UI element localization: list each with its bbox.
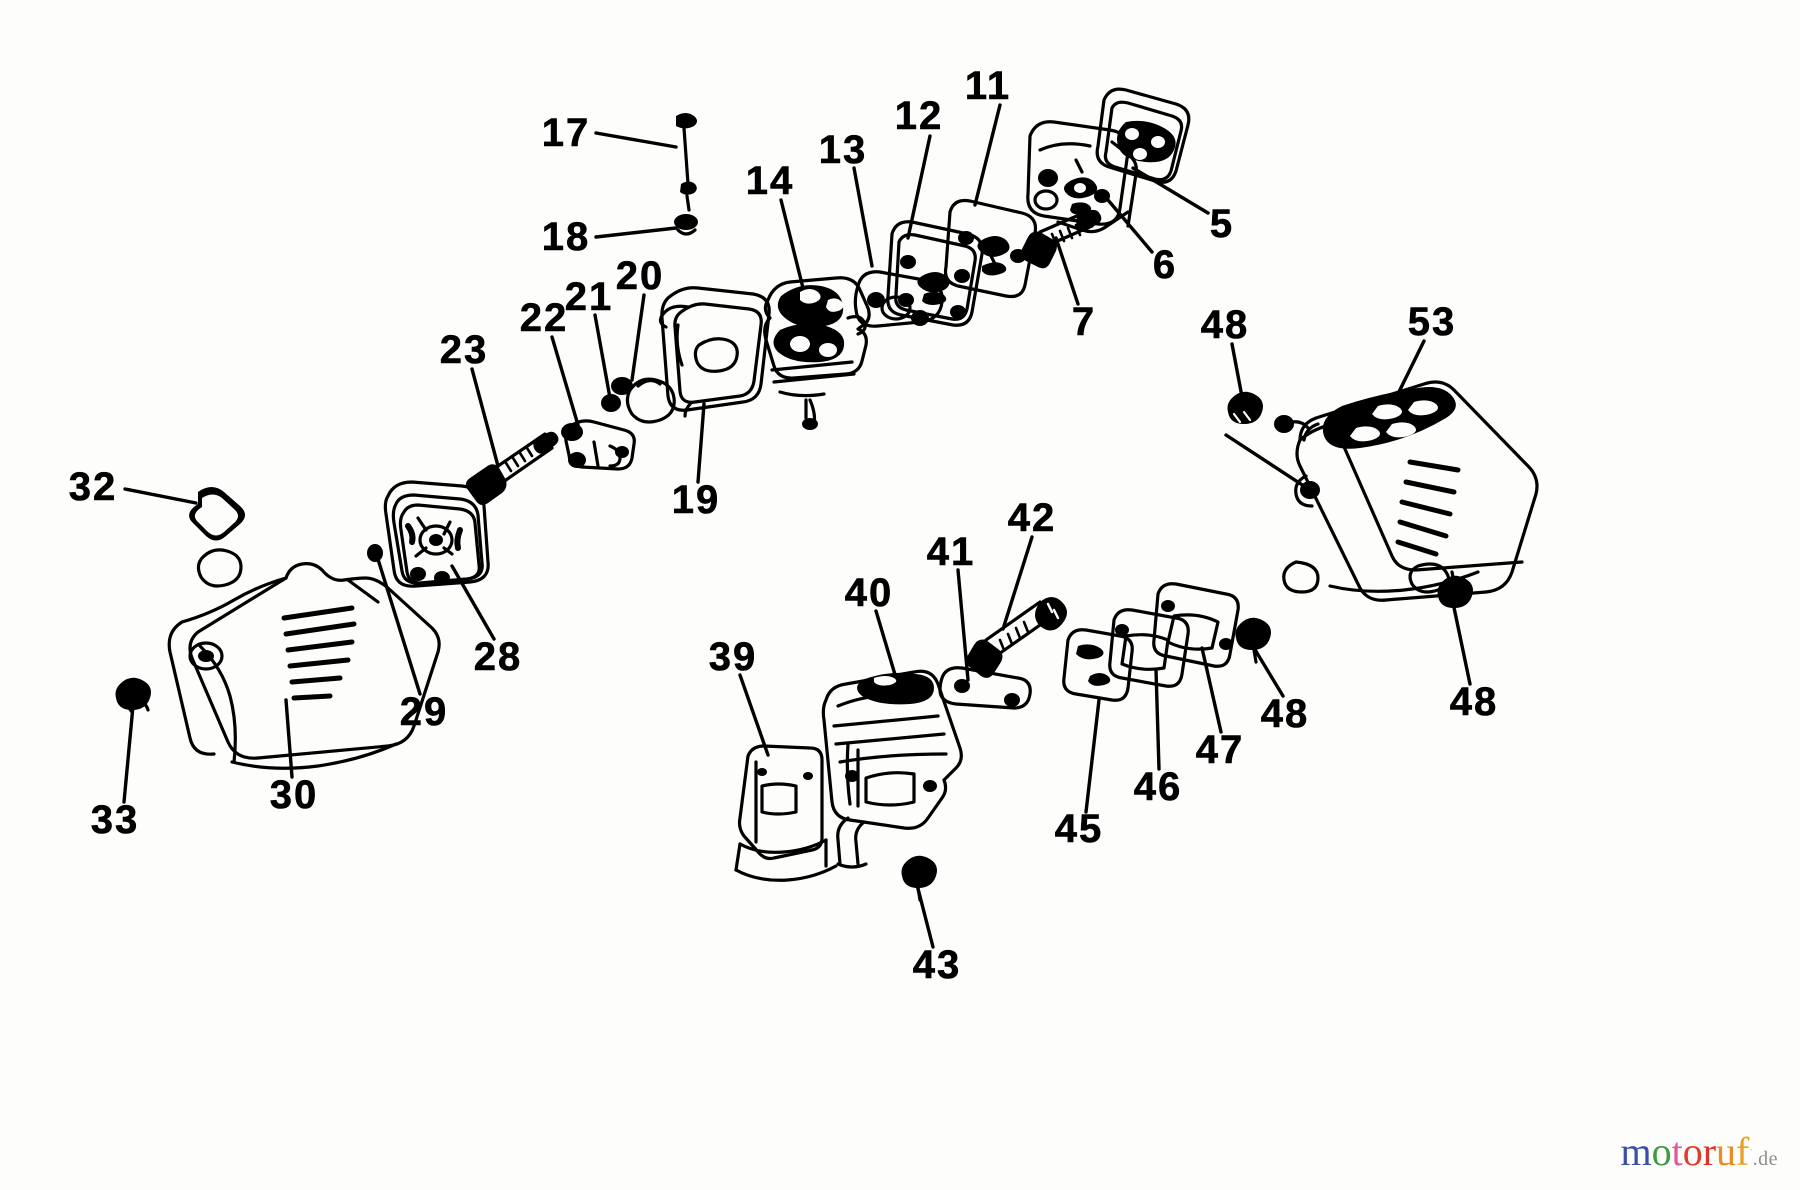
callout-number-48a: 48 (1200, 303, 1250, 347)
callout-number-11: 11 (964, 64, 1012, 108)
part-20-wing-nut (611, 377, 676, 424)
part-45-small-gasket (1062, 628, 1134, 702)
callout-number-42: 42 (1007, 496, 1057, 540)
watermark-motoruf: motoruf..de (1620, 1132, 1778, 1172)
callout-number-32: 32 (68, 465, 118, 509)
part-53-engine-cover-right (1274, 380, 1539, 602)
part-19-air-cleaner-cover (658, 286, 771, 418)
watermark-dot: . (1749, 1138, 1753, 1154)
part-18-spring-clip (674, 214, 698, 236)
callout-number-12: 12 (894, 94, 944, 138)
watermark-letter-r-4: r (1702, 1129, 1717, 1174)
part-40-muffler (821, 669, 963, 869)
callout-number-6: 6 (1152, 243, 1178, 287)
callout-number-22: 22 (519, 296, 569, 340)
callout-number-19: 19 (671, 478, 721, 522)
part-17-adjusting-screw (676, 113, 697, 212)
part-7-screw (1020, 209, 1102, 269)
watermark-letter-f-6: f (1736, 1129, 1750, 1174)
cooling-vents (281, 605, 357, 701)
part-43-bolt (901, 855, 937, 902)
part-12-diaphragm-plate (886, 220, 984, 327)
part-46-exhaust-gasket (1108, 608, 1190, 688)
watermark-letter-m-0: m (1620, 1129, 1652, 1174)
callout-number-30: 30 (269, 773, 319, 817)
part-32-decal (189, 487, 245, 541)
callout-number-48c: 48 (1449, 680, 1499, 724)
callout-number-40: 40 (844, 571, 894, 615)
part-47-exhaust-flange (1152, 582, 1240, 668)
callout-number-17: 17 (541, 111, 591, 155)
callout-number-21: 21 (564, 275, 614, 319)
callout-number-29: 29 (399, 690, 449, 734)
part-29-stud (367, 544, 383, 562)
callout-number-45: 45 (1054, 807, 1104, 851)
cooling-vents-right (1395, 459, 1461, 557)
part-48-bolt-mid (1235, 617, 1271, 664)
watermark-suffix: .de (1752, 1148, 1778, 1170)
part-41-clamp-plate (938, 666, 1032, 710)
callout-number-5: 5 (1209, 202, 1235, 246)
callout-number-28: 28 (473, 635, 523, 679)
part-39-heat-shield (734, 744, 838, 882)
part-22-choke-lever (561, 419, 636, 471)
callout-number-41: 41 (926, 530, 976, 574)
watermark-letter-o-1: o (1651, 1129, 1672, 1174)
callout-number-46: 46 (1133, 765, 1183, 809)
callout-number-43: 43 (912, 943, 962, 987)
part-23-screw (465, 431, 559, 506)
part-28-air-filter-element (383, 480, 490, 588)
part-30-engine-cover-left (167, 548, 441, 770)
part-14-carburetor (763, 276, 871, 430)
callout-number-20: 20 (615, 254, 665, 298)
part-42-long-bolt (966, 597, 1067, 678)
watermark-letter-t-2: t (1671, 1129, 1683, 1174)
callout-number-23: 23 (439, 328, 489, 372)
watermark-letter-o-3: o (1682, 1129, 1703, 1174)
part-48-bolt-top (1227, 391, 1263, 424)
callout-number-33: 33 (90, 798, 140, 842)
callout-number-7: 7 (1071, 300, 1097, 344)
callout-number-48b: 48 (1260, 692, 1310, 736)
callout-number-13: 13 (818, 128, 868, 172)
callout-number-47: 47 (1195, 728, 1245, 772)
callout-number-14: 14 (745, 159, 795, 203)
part-33-bolt (115, 677, 151, 714)
callout-number-18: 18 (541, 215, 591, 259)
callout-number-53: 53 (1407, 300, 1457, 344)
watermark-letter-u-5: u (1716, 1129, 1737, 1174)
callout-number-39: 39 (708, 635, 758, 679)
part-21-washer (601, 394, 621, 412)
part-5-cover-plate (1095, 87, 1191, 184)
